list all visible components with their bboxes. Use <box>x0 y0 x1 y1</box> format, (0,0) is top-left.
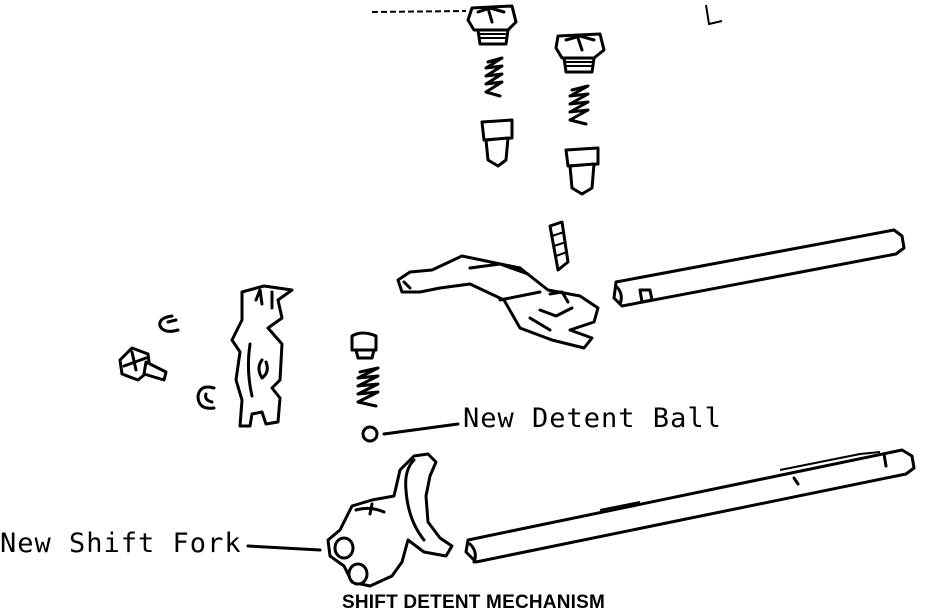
spring-lower <box>356 366 380 408</box>
shift-rod-lower <box>464 448 916 564</box>
pin-right <box>564 146 600 196</box>
c-clip-upper <box>158 314 180 333</box>
detent-ball <box>361 425 379 443</box>
plug-right <box>554 32 606 74</box>
spring-left <box>484 56 504 98</box>
shift-fork-label: New Shift Fork <box>0 528 242 559</box>
roll-pin <box>548 220 570 272</box>
scan-marks <box>371 4 723 26</box>
shift-rod-upper <box>612 228 906 308</box>
interlock-plate <box>230 284 294 428</box>
shift-fork <box>326 452 454 588</box>
plug-lower <box>350 331 378 360</box>
pin-left <box>480 118 514 168</box>
shift-fork-leader <box>246 544 322 552</box>
c-clip-lower <box>196 385 216 410</box>
shift-head <box>396 254 600 350</box>
detent-ball-leader <box>382 422 460 436</box>
figure-caption: SHIFT DETENT MECHANISM <box>342 592 606 613</box>
bolt <box>118 346 168 382</box>
spring-right <box>568 84 590 126</box>
detent-ball-label: New Detent Ball <box>463 403 722 434</box>
plug-left <box>466 4 518 46</box>
